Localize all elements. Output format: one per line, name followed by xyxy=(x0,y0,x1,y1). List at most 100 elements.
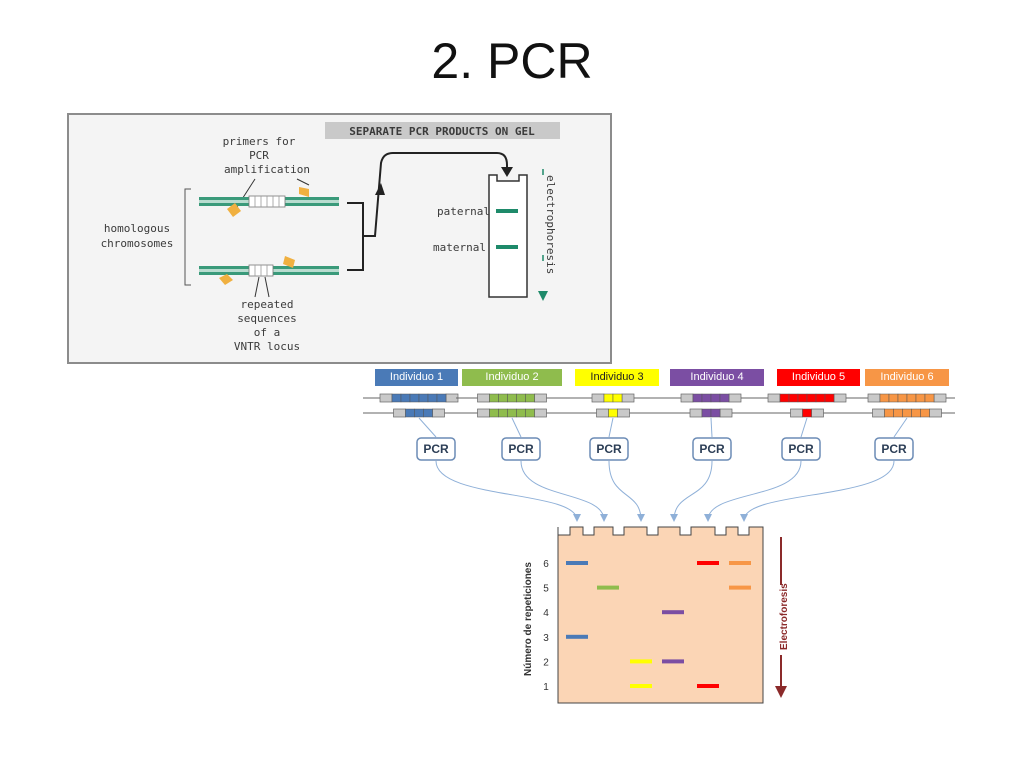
repeat-unit xyxy=(423,408,433,418)
gel-tick-label: 6 xyxy=(543,559,549,570)
chromo-to-pcr-line xyxy=(710,417,713,438)
repeat-unit xyxy=(915,393,926,403)
flank-box xyxy=(872,408,885,418)
flank-box xyxy=(621,393,635,403)
gel-tick-label: 1 xyxy=(543,682,549,693)
repeat-unit xyxy=(400,393,411,403)
gel-header-box xyxy=(325,122,560,139)
flank-box xyxy=(432,408,445,418)
repeat-unit xyxy=(710,393,721,403)
vntr-pcr-figure: SEPARATE PCR PRODUCTS ON GEL primers for… xyxy=(67,113,612,364)
gel-header-text: SEPARATE PCR PRODUCTS ON GEL xyxy=(349,125,535,138)
gel-body xyxy=(557,526,764,704)
flank-box xyxy=(811,408,824,418)
repeat-unit xyxy=(897,393,908,403)
pcr-box-label: PCR xyxy=(596,442,622,456)
flank-box xyxy=(591,393,605,403)
flank-box xyxy=(833,393,847,403)
pcr-box-2: PCR xyxy=(501,417,541,461)
pcr-box-label: PCR xyxy=(508,442,534,456)
pcr-box-3: PCR xyxy=(589,417,629,461)
primers-label-2: PCR xyxy=(249,149,269,162)
repeat-unit xyxy=(498,408,508,418)
repeated-label-4: VNTR locus xyxy=(234,340,300,353)
flank-box xyxy=(790,408,803,418)
gel-tick-label: 2 xyxy=(543,657,549,668)
repeat-unit xyxy=(414,408,424,418)
paternal-label: paternal xyxy=(437,205,490,218)
pcr-to-gel-arrow xyxy=(740,460,895,522)
repeat-unit xyxy=(797,393,808,403)
gel-bands xyxy=(566,561,751,688)
flank-box xyxy=(933,393,947,403)
individual-6-chromosomes xyxy=(851,393,955,418)
pcr-box-frame xyxy=(416,437,456,461)
primer-shape xyxy=(283,256,295,268)
repeat-unit xyxy=(525,393,535,403)
repeat-unit xyxy=(409,393,420,403)
homologous-bracket xyxy=(184,188,191,286)
flank-box xyxy=(534,408,547,418)
chromo-to-pcr-line xyxy=(893,417,908,438)
individual-5-chromosomes xyxy=(751,393,855,418)
repeat-unit xyxy=(603,393,614,403)
band-paternal xyxy=(496,209,518,213)
electroforesis-label: Electroforesis xyxy=(779,583,790,650)
repeat-unit xyxy=(710,408,721,418)
homologous-label-2: chromosomes xyxy=(101,237,174,250)
repeat-unit xyxy=(879,393,890,403)
repeat-unit xyxy=(893,408,903,418)
repeat-unit xyxy=(719,393,730,403)
individual-1-chromosomes xyxy=(363,393,467,418)
repeat-unit xyxy=(612,393,623,403)
flow-arrow-head-2 xyxy=(375,183,385,195)
repeat-unit xyxy=(802,408,812,418)
primer-pointer-line-2 xyxy=(296,178,310,186)
pcr-box-6: PCR xyxy=(874,417,914,461)
repeat-unit xyxy=(498,393,508,403)
gel-tube xyxy=(488,174,528,298)
repeat-unit xyxy=(815,393,826,403)
repeated-label-2: sequences xyxy=(237,312,297,325)
pcr-box-frame xyxy=(589,437,629,461)
repeat-unit xyxy=(516,408,526,418)
individual-label-1: Individuo 1 xyxy=(375,369,458,386)
gel-ylabel: Número de repeticiones xyxy=(523,562,534,676)
gel-tick-label: 5 xyxy=(543,584,549,595)
flank-box xyxy=(534,393,547,403)
chromo-to-pcr-line xyxy=(418,417,437,438)
repeat-unit xyxy=(692,393,703,403)
repeat-unit xyxy=(779,393,790,403)
chromo-to-pcr-line xyxy=(800,417,808,438)
pcr-to-gel-arrow xyxy=(435,460,581,522)
pcr-box-frame xyxy=(692,437,732,461)
individual-label-4: Individuo 4 xyxy=(670,369,764,386)
individual-label-3: Individuo 3 xyxy=(575,369,659,386)
flank-box xyxy=(477,408,490,418)
repeat-unit xyxy=(405,408,415,418)
flank-box xyxy=(477,393,490,403)
pcr-to-gel-arrow xyxy=(520,460,608,522)
flank-box xyxy=(680,393,694,403)
flank-box xyxy=(719,408,733,418)
chromosome-paternal xyxy=(199,187,339,217)
gel-band xyxy=(566,634,588,639)
flank-box xyxy=(767,393,781,403)
individual-label-2: Individuo 2 xyxy=(462,369,562,386)
pcr-box-5: PCR xyxy=(781,417,821,461)
primer-shape xyxy=(227,203,241,217)
repeat-unit xyxy=(516,393,526,403)
flank-box xyxy=(617,408,630,418)
gel-band xyxy=(597,585,619,590)
repeat-unit xyxy=(902,408,912,418)
chromo-to-pcr-line xyxy=(511,417,522,438)
electroforesis-arrow-head xyxy=(775,686,787,698)
pcr-box-label: PCR xyxy=(788,442,814,456)
pcr-box-4: PCR xyxy=(692,417,732,461)
flank-box xyxy=(393,408,406,418)
pcr-box-frame xyxy=(874,437,914,461)
individual-4-chromosomes xyxy=(655,393,759,418)
